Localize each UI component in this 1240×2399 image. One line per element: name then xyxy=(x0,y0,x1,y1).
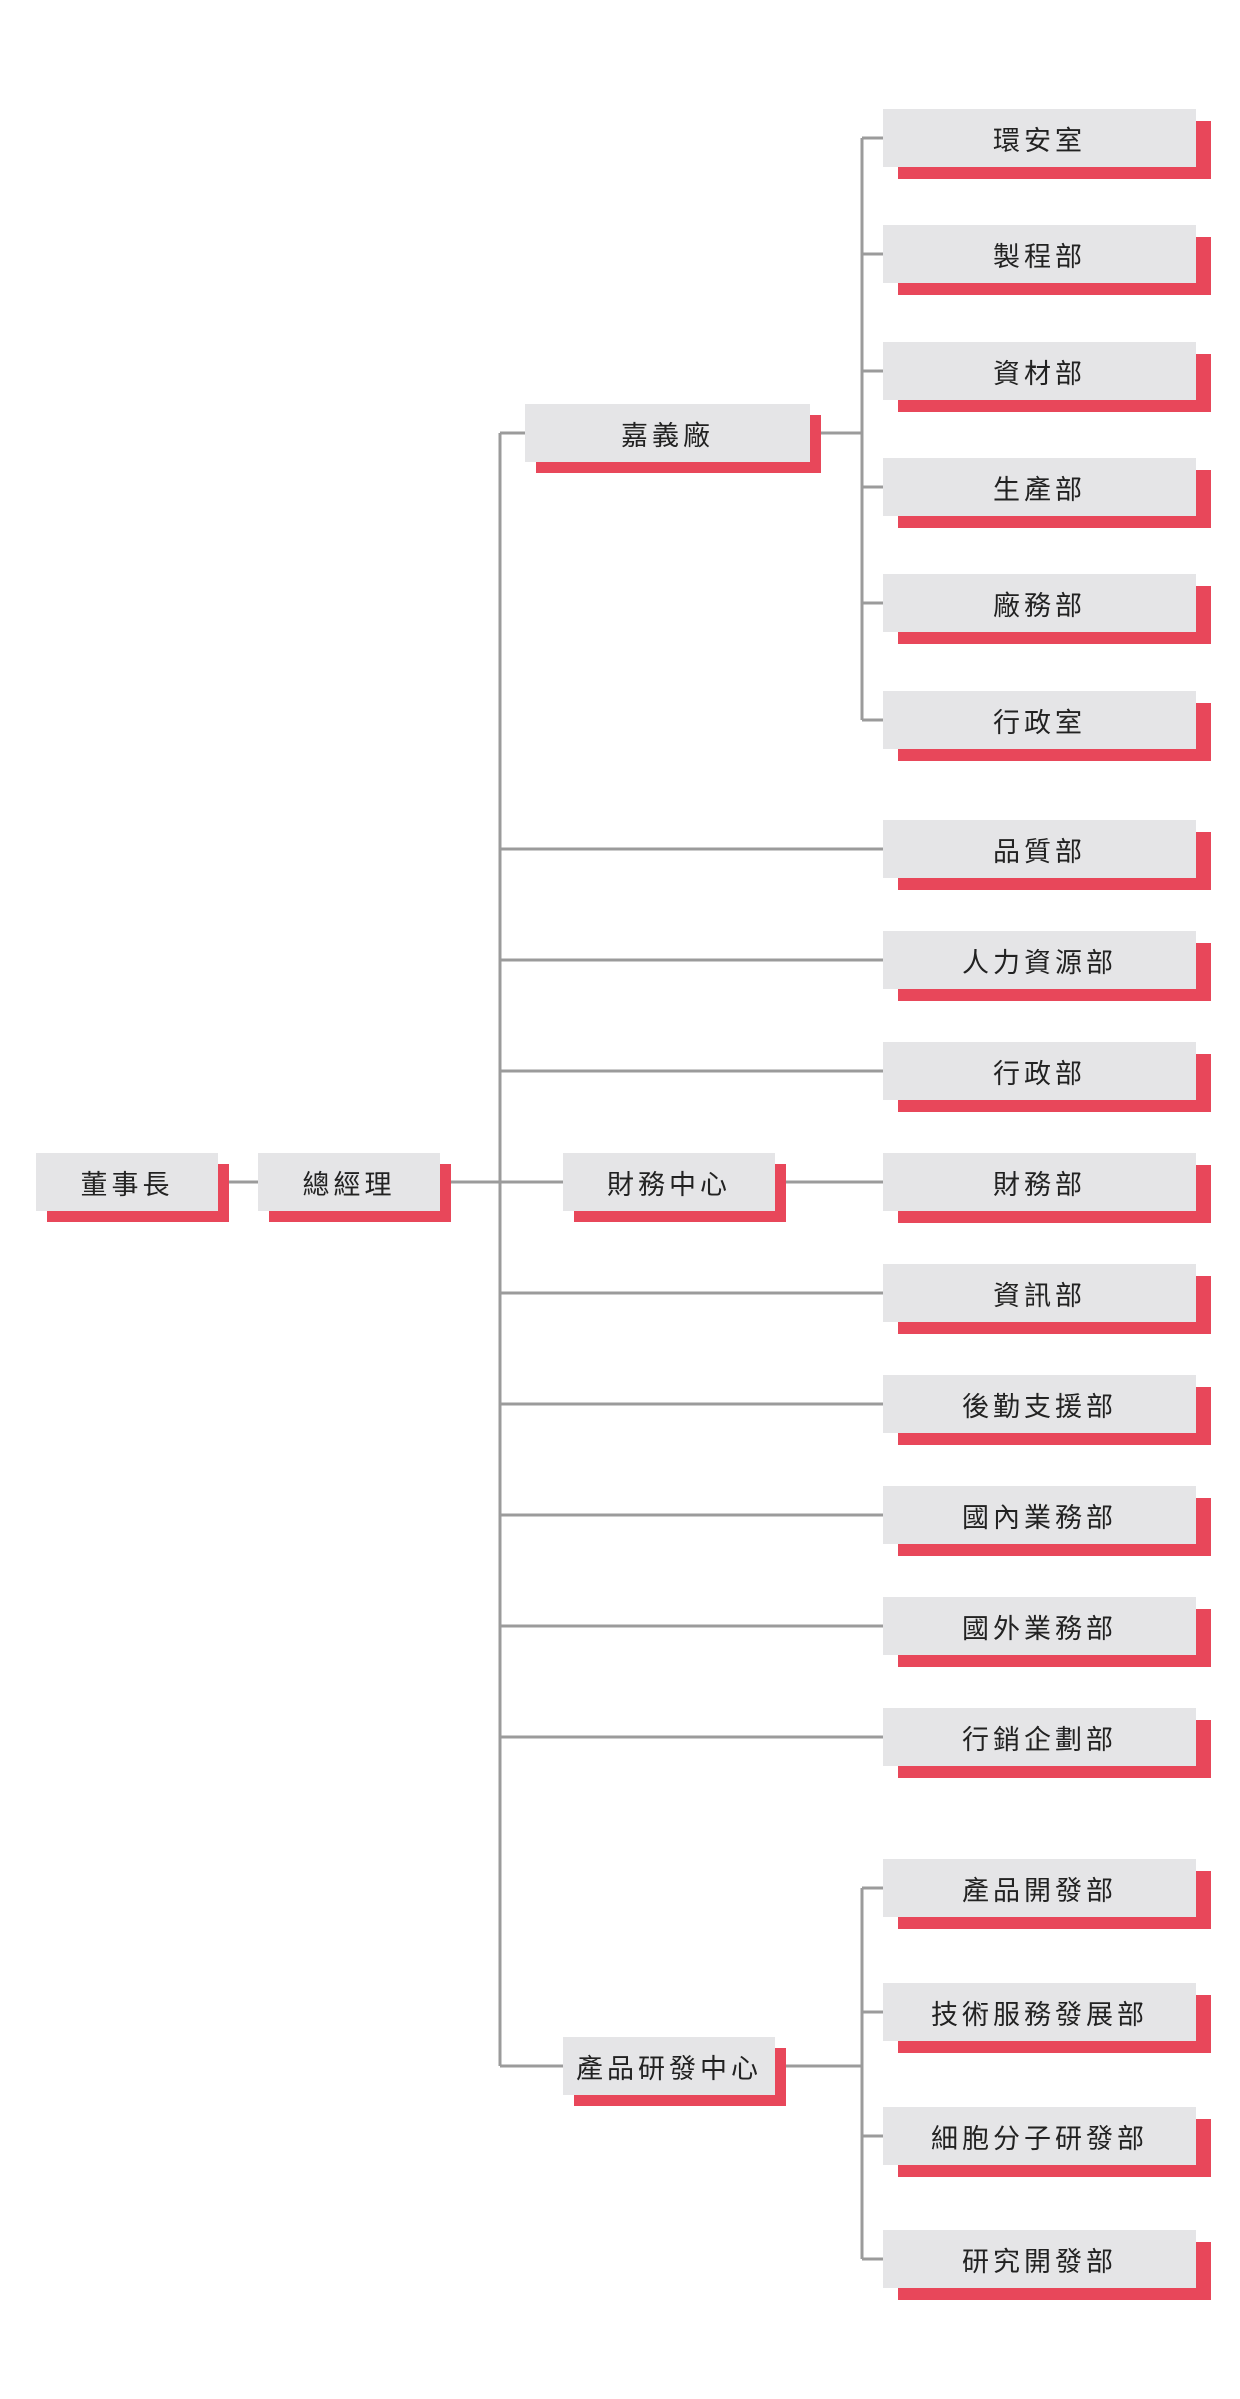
node-label: 國外業務部 xyxy=(883,1597,1196,1655)
node-label: 國內業務部 xyxy=(883,1486,1196,1544)
node-label: 產品研發中心 xyxy=(563,2037,775,2095)
node-label: 產品開發部 xyxy=(883,1859,1196,1917)
node-label: 生產部 xyxy=(883,458,1196,516)
node-label: 人力資源部 xyxy=(883,931,1196,989)
node-label: 行政部 xyxy=(883,1042,1196,1100)
node-label: 行政室 xyxy=(883,691,1196,749)
node-label: 資訊部 xyxy=(883,1264,1196,1322)
node-label: 後勤支援部 xyxy=(883,1375,1196,1433)
node-label: 財務中心 xyxy=(563,1153,775,1211)
node-label: 廠務部 xyxy=(883,574,1196,632)
node-label: 環安室 xyxy=(883,109,1196,167)
node-label: 總經理 xyxy=(258,1153,440,1211)
node-label: 行銷企劃部 xyxy=(883,1708,1196,1766)
node-label: 財務部 xyxy=(883,1153,1196,1211)
node-label: 董事長 xyxy=(36,1153,218,1211)
node-label: 技術服務發展部 xyxy=(883,1983,1196,2041)
node-label: 資材部 xyxy=(883,342,1196,400)
node-label: 細胞分子研發部 xyxy=(883,2107,1196,2165)
node-label: 嘉義廠 xyxy=(525,404,810,462)
node-label: 品質部 xyxy=(883,820,1196,878)
node-label: 製程部 xyxy=(883,225,1196,283)
node-label: 研究開發部 xyxy=(883,2230,1196,2288)
